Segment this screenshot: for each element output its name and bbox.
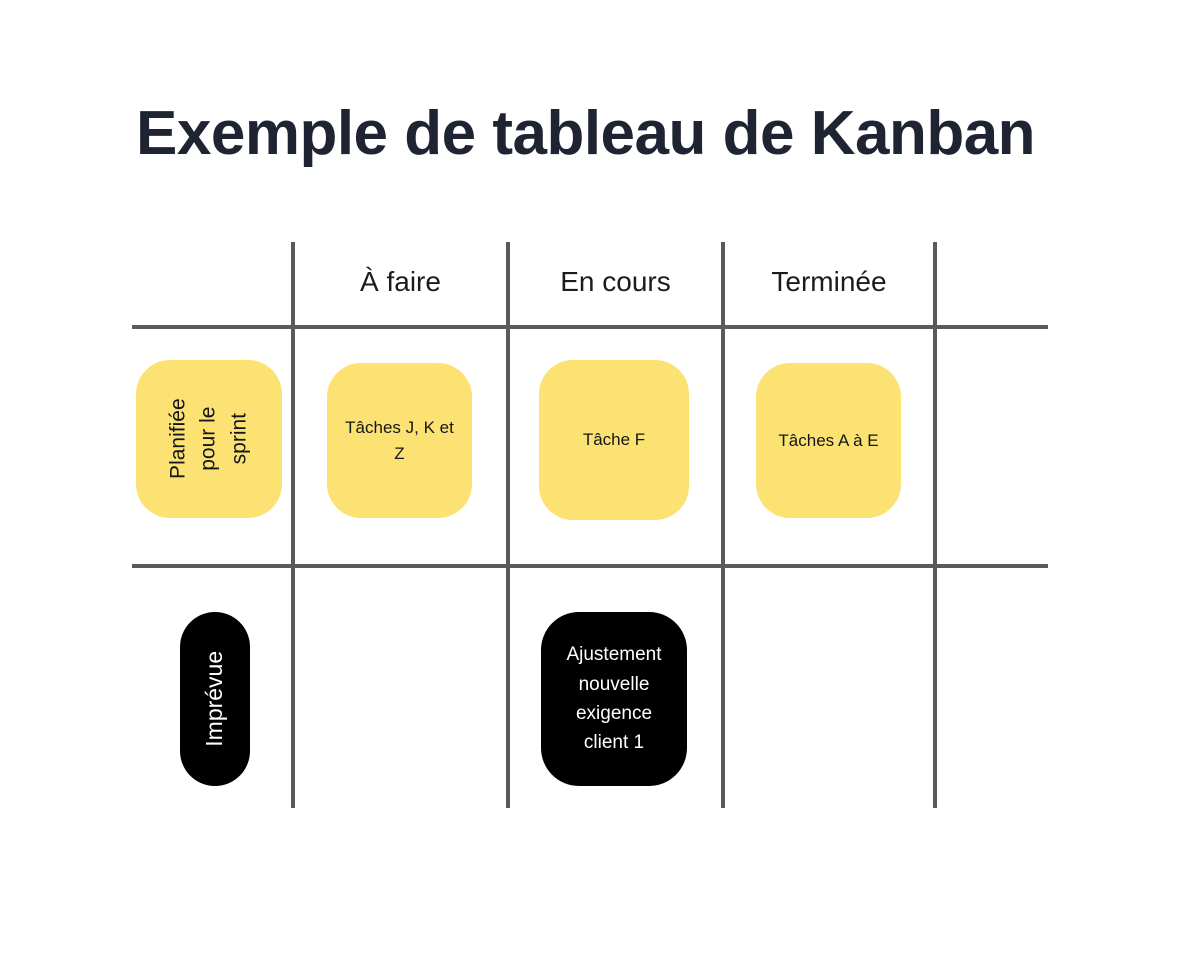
column-header-doing: En cours [560,266,671,297]
row-label-planned-for-sprint-text: Planifiée pour le sprint [166,398,251,480]
row-label-unplanned: Imprévue [180,612,250,786]
grid-line-vertical-4 [933,242,937,808]
task-card-done-1-text: Tâches A à E [778,430,879,450]
task-card-unplanned-doing-1-text: Ajustement nouvelle exigence client 1 [566,644,662,754]
task-card-done-1[interactable]: Tâches A à E [756,363,901,518]
task-card-doing-1-text: Tâche F [582,430,646,450]
task-card-unplanned-doing-1[interactable]: Ajustement nouvelle exigence client 1 [541,612,687,786]
row-label-unplanned-text: Imprévue [201,651,228,747]
task-card-todo-1[interactable]: Tâches J, K et Z [327,363,472,518]
column-header-todo: À faire [360,266,441,297]
grid-line-vertical-3 [721,242,725,808]
grid-line-horizontal-2 [132,564,1048,568]
grid-line-horizontal-1 [132,325,1048,329]
grid-line-vertical-1 [291,242,295,808]
grid-line-vertical-2 [506,242,510,808]
row-label-planned-for-sprint: Planifiée pour le sprint [136,360,282,518]
column-header-done: Terminée [771,266,887,297]
task-card-todo-1-text: Tâches J, K et Z [345,418,454,463]
task-card-doing-1[interactable]: Tâche F [539,360,689,520]
page-title: Exemple de tableau de Kanban [136,98,1036,168]
